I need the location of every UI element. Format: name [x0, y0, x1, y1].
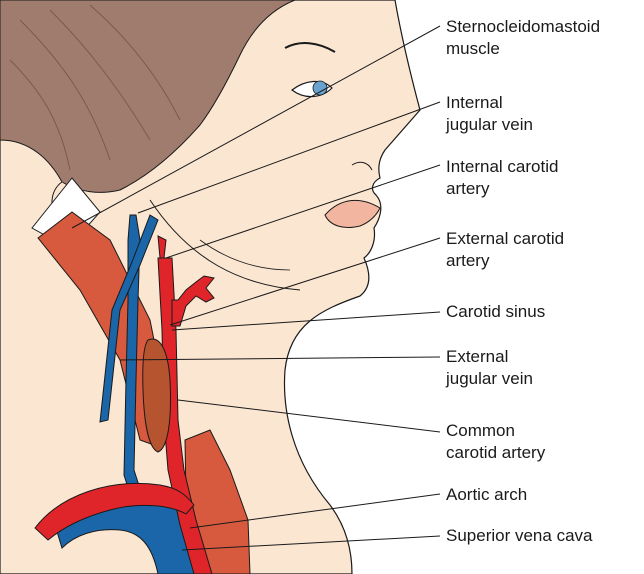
label-line: muscle: [446, 38, 600, 60]
label-common-carotid-artery: Common carotid artery: [446, 420, 545, 464]
internal-carotid-artery: [158, 236, 166, 258]
label-external-jugular-vein: External jugular vein: [446, 346, 533, 390]
label-line: Internal: [446, 92, 533, 114]
label-line: jugular vein: [446, 368, 533, 390]
label-line: External: [446, 346, 533, 368]
label-sternocleidomastoid-muscle: Sternocleidomastoid muscle: [446, 16, 600, 60]
label-line: Sternocleidomastoid: [446, 16, 600, 38]
label-line: External carotid: [446, 228, 564, 250]
label-line: Carotid sinus: [446, 301, 545, 323]
label-aortic-arch: Aortic arch: [446, 484, 527, 506]
label-carotid-sinus: Carotid sinus: [446, 301, 545, 323]
label-internal-carotid-artery: Internal carotid artery: [446, 156, 558, 200]
label-internal-jugular-vein: Internal jugular vein: [446, 92, 533, 136]
label-line: artery: [446, 178, 558, 200]
label-line: Common: [446, 420, 545, 442]
label-external-carotid-artery: External carotid artery: [446, 228, 564, 272]
iris: [313, 81, 327, 95]
label-line: carotid artery: [446, 442, 545, 464]
label-line: Superior vena cava: [446, 525, 592, 547]
label-line: Internal carotid: [446, 156, 558, 178]
label-superior-vena-cava: Superior vena cava: [446, 525, 592, 547]
label-line: artery: [446, 250, 564, 272]
label-line: Aortic arch: [446, 484, 527, 506]
label-line: jugular vein: [446, 114, 533, 136]
